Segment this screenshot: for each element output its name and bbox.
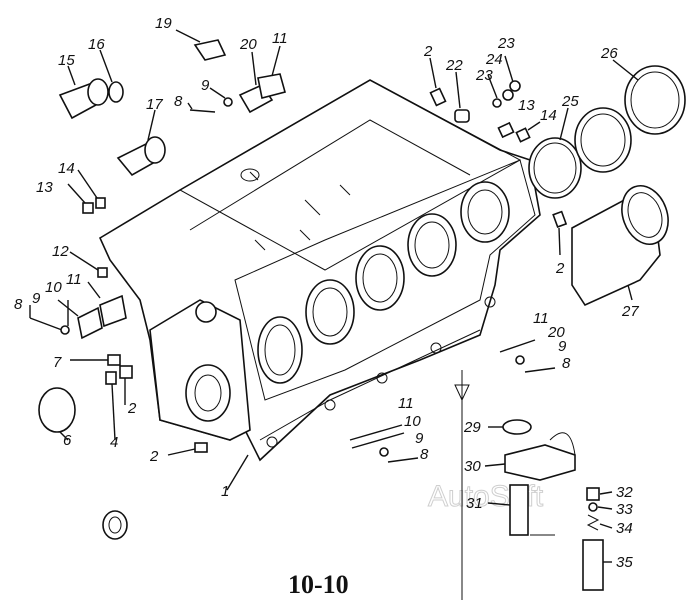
cylinder-liner [571,185,669,307]
gasket-11-left [99,294,127,328]
callout-34: 34 [616,520,633,537]
callout-8-left: 8 [14,296,23,313]
callout-15: 15 [58,52,75,69]
flange-19 [193,39,227,61]
callout-12: 12 [52,243,69,260]
plug-32 [586,487,600,501]
callout-33: 33 [616,501,633,518]
callout-14-left: 14 [58,160,75,177]
figure-caption: 10-10 [288,570,349,599]
callout-8-mid: 8 [562,355,571,372]
callout-29: 29 [463,419,481,436]
washer-9-top [223,97,233,107]
plug-7 [107,354,121,366]
callout-31: 31 [466,495,483,512]
callout-24: 24 [485,51,503,68]
bolt-8-top [189,109,216,113]
plug-14-left [95,197,106,209]
callout-1: 1 [221,483,229,500]
callout-13-right: 13 [518,97,535,114]
callout-32: 32 [616,484,633,501]
gasket-29 [502,419,532,435]
callout-2-top: 2 [423,43,433,60]
cylinder-block [98,79,541,462]
pin-2-right [552,210,568,228]
plug-22 [454,109,470,123]
bolt-8 [387,457,419,463]
callout-11-top: 11 [272,30,288,47]
callout-25: 25 [561,93,579,110]
callout-23-top: 23 [497,35,515,52]
callout-9-mid: 9 [558,338,567,355]
callout-2-left: 2 [127,400,137,417]
seal-ring-25b [574,107,632,173]
cover-10 [77,306,103,340]
bushing-3 [102,510,128,540]
fitting-31 [509,484,529,536]
gasket-16 [108,81,124,103]
plug-12 [97,267,108,278]
washer-24 [502,89,514,101]
callout-35: 35 [616,554,633,571]
callout-7: 7 [53,354,62,371]
plug-13 [497,121,515,139]
callout-9-bottom: 9 [415,430,424,447]
plug-13-left [82,202,94,214]
callout-20-mid: 20 [547,324,565,341]
callout-23: 23 [475,67,493,84]
oil-pipe-30 [504,444,576,481]
callout-16: 16 [88,36,105,53]
plug-14 [515,127,531,143]
callout-9-left: 9 [32,290,41,307]
bolt-8-left [29,317,63,331]
wire-10 [351,432,405,449]
washer-9-left [60,325,70,335]
pin-2-bottom [194,442,208,453]
sleeve-4 [105,371,117,385]
callout-11-left: 11 [66,271,82,288]
leader-lines [29,29,639,563]
callout-20-top: 20 [239,36,257,53]
callout-19: 19 [155,15,172,32]
callout-4: 4 [110,434,118,451]
spring-34 [586,514,600,531]
callout-2-right: 2 [555,260,565,277]
callout-labels: 1 2 2 4 6 7 8 9 10 11 12 13 14 15 16 17 … [14,15,639,571]
callout-6: 6 [63,432,72,449]
valve-body-35 [582,539,604,591]
callout-17: 17 [146,96,163,113]
callout-10-bottom: 10 [404,413,421,430]
callout-14-right: 14 [540,107,557,124]
washer-9 [379,447,389,457]
callout-11-bottom: 11 [398,395,414,412]
plug-disk-6 [38,387,76,433]
callout-22: 22 [445,57,463,74]
callout-26: 26 [600,45,618,62]
callout-30: 30 [464,458,481,475]
seal-ring-25a [528,137,582,199]
callout-8-bottom: 8 [420,446,429,463]
callout-10-left: 10 [45,279,62,296]
gasket-11-top [257,73,286,99]
callout-27: 27 [621,303,639,320]
callout-8-top: 8 [174,93,183,110]
wire-11 [349,424,403,441]
callout-13-left: 13 [36,179,53,196]
callout-9-top: 9 [201,77,210,94]
pin-2 [429,87,447,107]
bushing-2-left [119,365,133,379]
nut-23 [492,98,502,108]
ball-33 [588,502,598,512]
gasket-ring-26 [624,65,686,135]
callout-11-mid: 11 [533,310,549,327]
callout-2-bottom: 2 [149,448,159,465]
